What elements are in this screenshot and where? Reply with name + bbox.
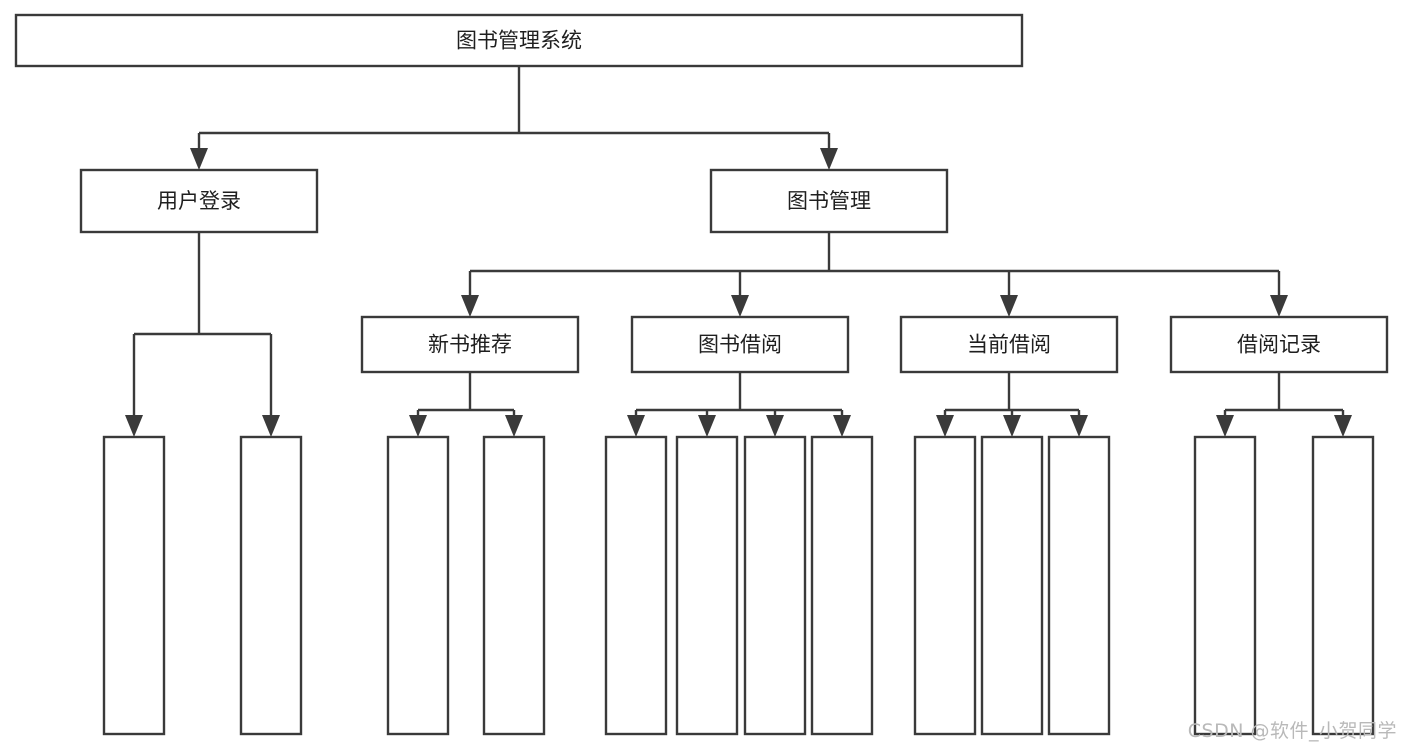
node-book-borrow[interactable]: 图书借阅 — [630, 315, 850, 374]
node-leaf-query-record[interactable] — [1311, 435, 1375, 736]
node-root-system[interactable]: 图书管理系统 — [14, 13, 1024, 68]
node-user-login[interactable]: 用户登录 — [79, 168, 319, 234]
arrow-head-icon — [461, 295, 479, 317]
node-leaf-add-book[interactable] — [675, 435, 739, 736]
connector-layer — [125, 66, 1352, 437]
arrow-head-icon — [627, 415, 645, 437]
arrow-head-icon — [1334, 415, 1352, 437]
arrow-head-icon — [1216, 415, 1234, 437]
arrow-head-icon — [698, 415, 716, 437]
node-leaf-borrow-book-1[interactable] — [482, 435, 546, 736]
node-leaf-borrow-book-2[interactable] — [810, 435, 874, 736]
node-new-book-recommend[interactable]: 新书推荐 — [360, 315, 580, 374]
node-user-login-label: 用户登录 — [157, 189, 241, 213]
node-leaf-query-book-2[interactable] — [604, 435, 668, 736]
arrow-head-icon — [1000, 295, 1018, 317]
node-current-borrow[interactable]: 当前借阅 — [899, 315, 1119, 374]
node-borrow-record[interactable]: 借阅记录 — [1169, 315, 1389, 374]
node-book-borrow-label: 图书借阅 — [698, 333, 782, 357]
node-leaf-query-book-3[interactable] — [913, 435, 977, 736]
arrow-head-icon — [833, 415, 851, 437]
node-current-borrow-label: 当前借阅 — [967, 333, 1051, 357]
node-root-system-label: 图书管理系统 — [456, 29, 582, 53]
arrow-head-icon — [936, 415, 954, 437]
node-leaf-user-logout[interactable] — [239, 435, 303, 736]
arrow-head-icon — [505, 415, 523, 437]
node-book-management[interactable]: 图书管理 — [709, 168, 949, 234]
arrow-head-icon — [820, 148, 838, 170]
node-new-book-recommend-label: 新书推荐 — [428, 333, 512, 357]
node-book-management-label: 图书管理 — [787, 189, 871, 213]
node-leaf-user-login[interactable] — [102, 435, 166, 736]
arrow-head-icon — [125, 415, 143, 437]
node-leaf-return-book[interactable] — [980, 435, 1044, 736]
node-leaf-add-record[interactable] — [1193, 435, 1257, 736]
arrow-head-icon — [1270, 295, 1288, 317]
arrow-head-icon — [766, 415, 784, 437]
node-leaf-confirm-return[interactable] — [1047, 435, 1111, 736]
arrow-head-icon — [262, 415, 280, 437]
node-leaf-edit-book[interactable] — [743, 435, 807, 736]
arrow-head-icon — [731, 295, 749, 317]
arrow-head-icon — [190, 148, 208, 170]
arrow-head-icon — [409, 415, 427, 437]
arrow-head-icon — [1003, 415, 1021, 437]
node-borrow-record-label: 借阅记录 — [1237, 333, 1321, 357]
node-leaf-query-book-1[interactable] — [386, 435, 450, 736]
arrow-head-icon — [1070, 415, 1088, 437]
